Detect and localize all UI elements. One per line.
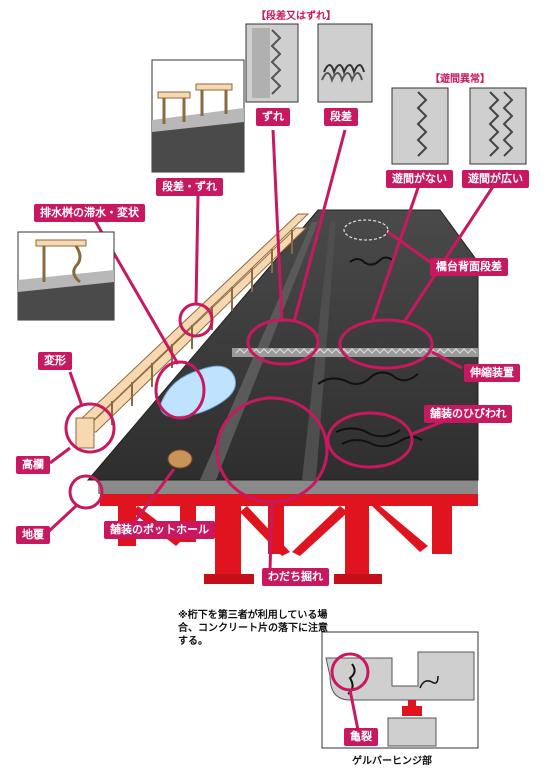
crack-lines-4 <box>335 427 401 438</box>
label-expansion-joint: 伸縮装置 <box>464 364 520 382</box>
heading-joint-misalignment: 【段差又はずれ】 <box>256 11 336 22</box>
label-dansa: 段差 <box>324 108 358 126</box>
thumbnail-deformation <box>17 231 115 321</box>
gerber-hinge-caption: ゲルバーヒンジ部 <box>352 756 432 767</box>
water-puddle <box>159 365 236 418</box>
abutment-dashed-circle <box>343 219 389 241</box>
thumbnail-no-gap <box>391 87 449 165</box>
label-abutment-step: 橋台背面段差 <box>430 258 508 276</box>
label-drain: 排水桝の滞水・変状 <box>34 204 145 222</box>
label-wide-gap: 遊間が広い <box>462 170 529 188</box>
label-zure: ずれ <box>256 108 290 126</box>
label-bearing: 地覆 <box>16 526 50 544</box>
crack-lines-2 <box>317 371 419 385</box>
thumbnail-railing-shift <box>151 59 245 173</box>
gerber-hinge-inset <box>321 631 479 749</box>
label-deformation: 変形 <box>38 352 72 370</box>
label-dansa-zure: 段差・ずれ <box>156 178 223 196</box>
label-no-gap: 遊間がない <box>386 170 453 188</box>
label-rutting: わだち掘れ <box>262 568 329 586</box>
caution-note: ※桁下を第三者が利用している場合、コンクリート片の落下に注意する。 <box>178 610 328 647</box>
label-pothole: 舗装のポットホール <box>104 521 215 539</box>
pothole-mark <box>167 449 193 469</box>
label-railing: 高欄 <box>16 456 50 474</box>
thumbnail-zure <box>245 23 299 103</box>
railing-structure <box>75 213 310 449</box>
label-pavement-crack: 舗装のひびわれ <box>424 405 513 423</box>
heading-gap-abnormality: 【遊間異常】 <box>430 74 490 85</box>
crack-lines-1 <box>349 256 393 266</box>
label-crack: 亀裂 <box>344 728 378 746</box>
thumbnail-dansa <box>317 23 373 103</box>
leader-lines <box>46 129 498 571</box>
thumbnail-wide-gap <box>469 87 527 165</box>
